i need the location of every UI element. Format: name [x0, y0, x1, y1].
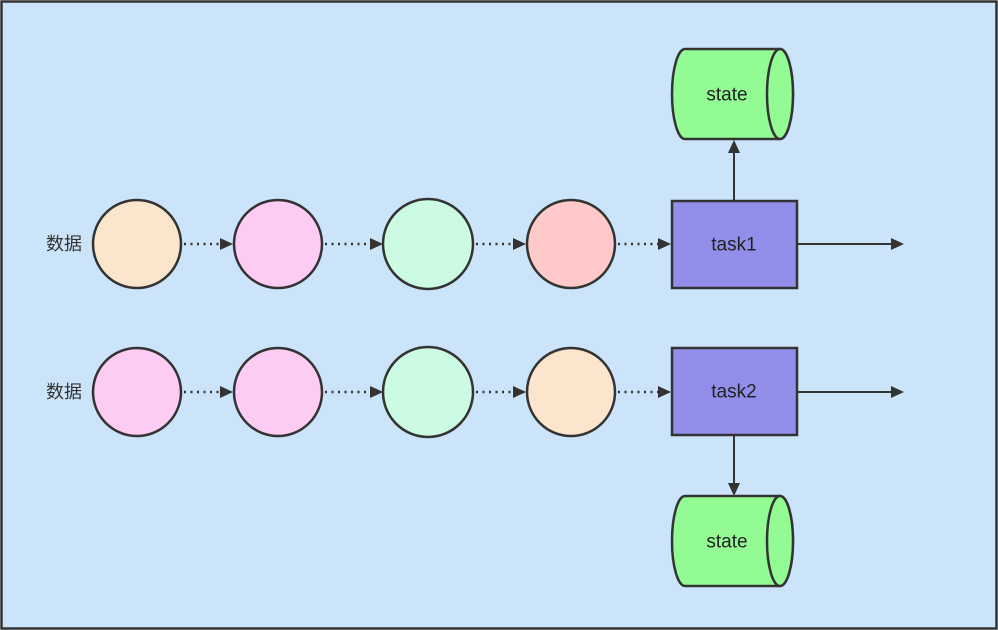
- row1-data-circle-4: [525, 198, 617, 290]
- state2-cylinder: state: [670, 494, 795, 588]
- stream-row-2: 数据 task2 state: [46, 345, 904, 588]
- stream-row-1: 数据 task1 state: [46, 47, 904, 291]
- task2-label: task2: [711, 382, 756, 403]
- task2-box: [670, 346, 799, 437]
- state1-cylinder: state: [670, 47, 795, 141]
- row2-data-circle-1: [91, 346, 183, 438]
- state2-label: state: [706, 532, 747, 553]
- row1-data-label: 数据: [46, 234, 82, 254]
- row1-data-circle-1: [91, 198, 183, 290]
- state1-cylinder-cap: [765, 47, 795, 141]
- row2-data-circle-2: [232, 346, 324, 438]
- task1-box: [670, 199, 799, 290]
- state2-cylinder-cap: [765, 494, 795, 588]
- state1-label: state: [706, 85, 747, 106]
- row2-data-circle-3: [381, 345, 475, 439]
- row2-data-circle-4: [525, 346, 617, 438]
- row1-data-circle-3: [381, 197, 475, 291]
- row2-data-label: 数据: [46, 382, 82, 402]
- task1-label: task1: [711, 235, 756, 256]
- row1-data-circle-2: [232, 198, 324, 290]
